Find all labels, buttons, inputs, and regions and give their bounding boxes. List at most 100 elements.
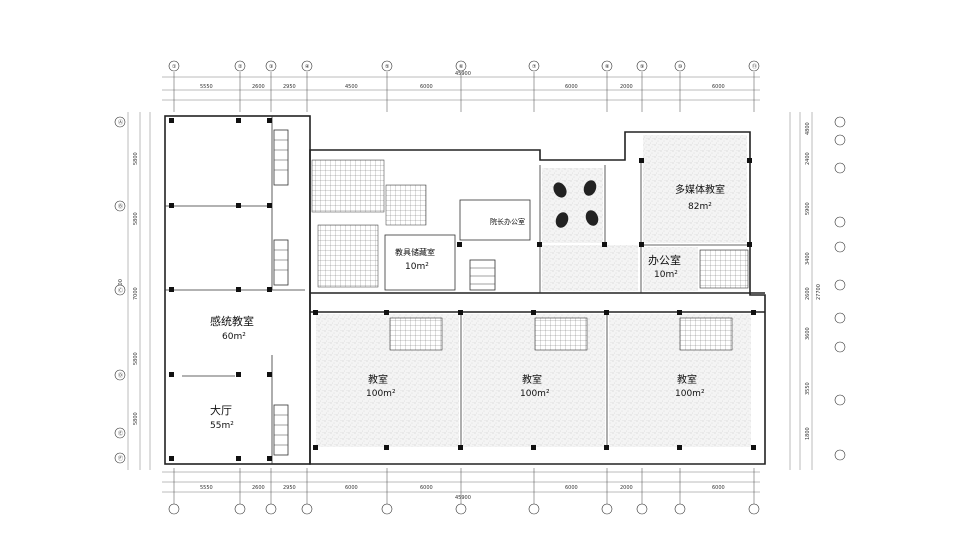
svg-text:⑨: ⑨ bbox=[640, 64, 644, 70]
room-label-classroom-2: 教室 100m² bbox=[520, 373, 550, 399]
dim-bottom-seg-8: 6000 bbox=[712, 485, 725, 491]
dim-left-seg-2: 5800 bbox=[133, 212, 139, 225]
svg-text:④: ④ bbox=[305, 64, 310, 70]
svg-text:10m²: 10m² bbox=[654, 270, 678, 280]
dim-top-seg-7: 2000 bbox=[620, 84, 633, 90]
axis-bubble-right-5 bbox=[834, 241, 846, 253]
axis-bubble-bottom-8 bbox=[601, 503, 613, 515]
svg-text:100m²: 100m² bbox=[675, 389, 705, 399]
axis-bubble-left-b: Ⓑ bbox=[114, 200, 126, 212]
svg-text:教室: 教室 bbox=[677, 373, 697, 386]
axis-bubble-bottom-4 bbox=[301, 503, 313, 515]
dim-bottom-seg-5: 6000 bbox=[420, 485, 433, 491]
axis-bubble-top-11: ⑪ bbox=[748, 60, 760, 72]
svg-text:Ⓐ: Ⓐ bbox=[118, 119, 123, 126]
room-label-office: 办公室 10m² bbox=[648, 253, 681, 280]
dim-right-seg-1: 4800 bbox=[805, 122, 811, 135]
svg-text:②: ② bbox=[238, 64, 243, 70]
room-label-multimedia: 多媒体教室 82m² bbox=[675, 183, 725, 212]
dim-top-seg-4: 4500 bbox=[345, 84, 358, 90]
axis-bubble-top-1: ① bbox=[168, 60, 180, 72]
svg-text:⑧: ⑧ bbox=[605, 64, 610, 70]
dim-top-seg-2: 2600 bbox=[252, 84, 265, 90]
columns bbox=[169, 118, 756, 461]
svg-text:③: ③ bbox=[269, 64, 273, 70]
axis-bubbles-bottom bbox=[168, 468, 760, 515]
svg-text:Ⓕ: Ⓕ bbox=[118, 455, 123, 462]
svg-text:院长办公室: 院长办公室 bbox=[490, 217, 525, 226]
axis-bubble-top-5: ⑤ bbox=[381, 60, 393, 72]
atrium-ovals bbox=[553, 180, 599, 228]
right-dimension-lines: 27700 4800 2400 5900 3400 2600 3600 3550… bbox=[789, 112, 822, 470]
svg-text:感统教室: 感统教室 bbox=[210, 314, 254, 328]
axis-bubbles-left: Ⓐ Ⓑ Ⓒ Ⓓ Ⓔ Ⓕ bbox=[114, 116, 126, 464]
axis-bubble-bottom-2 bbox=[234, 503, 246, 515]
classroom-1-fixture bbox=[389, 317, 443, 351]
svg-text:⑦: ⑦ bbox=[532, 64, 537, 70]
axis-bubble-left-c: Ⓒ bbox=[114, 284, 126, 296]
axis-bubble-right-4 bbox=[834, 216, 846, 228]
dim-left-seg-1: 5800 bbox=[133, 152, 139, 165]
dim-bottom-seg-3: 2950 bbox=[283, 485, 296, 491]
left-room-middle bbox=[166, 207, 271, 289]
office-floor bbox=[643, 247, 698, 291]
svg-text:⑥: ⑥ bbox=[459, 64, 464, 70]
svg-text:100m²: 100m² bbox=[520, 389, 550, 399]
axis-bubble-top-2: ② bbox=[234, 60, 246, 72]
dim-right-seg-2: 2400 bbox=[805, 152, 811, 165]
svg-text:55m²: 55m² bbox=[210, 421, 234, 431]
dim-right-total: 27700 bbox=[816, 284, 822, 300]
dim-bottom-seg-6: 6000 bbox=[565, 485, 578, 491]
svg-text:10m²: 10m² bbox=[405, 262, 429, 272]
svg-text:82m²: 82m² bbox=[688, 202, 712, 212]
svg-text:Ⓒ: Ⓒ bbox=[118, 287, 123, 294]
axis-bubble-right-8 bbox=[834, 341, 846, 353]
axis-bubble-top-4: ④ bbox=[301, 60, 313, 72]
room-label-principal: 院长办公室 bbox=[490, 217, 525, 226]
axis-bubble-top-7: ⑦ bbox=[528, 60, 540, 72]
svg-text:⑤: ⑤ bbox=[385, 64, 389, 70]
axis-bubble-top-9: ⑨ bbox=[636, 60, 648, 72]
dim-bottom-seg-7: 2000 bbox=[620, 485, 633, 491]
axis-bubble-left-e: Ⓔ bbox=[114, 427, 126, 439]
axis-bubble-right-3 bbox=[834, 162, 846, 174]
room-label-classroom-1: 教室 100m² bbox=[366, 373, 396, 399]
atrium-floor bbox=[542, 168, 603, 243]
svg-text:100m²: 100m² bbox=[366, 389, 396, 399]
dim-left-seg-4: 5800 bbox=[133, 352, 139, 365]
dim-right-seg-3: 5900 bbox=[805, 202, 811, 215]
axis-bubble-right-9 bbox=[834, 394, 846, 406]
axis-bubble-left-f: Ⓕ bbox=[114, 452, 126, 464]
axis-bubble-right-10 bbox=[834, 449, 846, 461]
lobby-floor bbox=[542, 245, 638, 291]
dim-bottom-seg-4: 6000 bbox=[345, 485, 358, 491]
axis-bubble-left-a: Ⓐ bbox=[114, 116, 126, 128]
axis-bubble-right-2 bbox=[834, 134, 846, 146]
multimedia-room-floor bbox=[643, 135, 747, 243]
dim-total-top: 45900 bbox=[455, 71, 471, 77]
svg-text:教室: 教室 bbox=[522, 373, 542, 386]
axis-bubbles-top: ① ② ③ ④ ⑤ ⑥ ⑦ ⑧ ⑨ ⑩ ⑪ bbox=[168, 60, 760, 112]
axis-bubble-bottom-5 bbox=[381, 503, 393, 515]
dim-top-seg-1: 5550 bbox=[200, 84, 213, 90]
dim-right-seg-4: 3400 bbox=[805, 252, 811, 265]
office-fixture bbox=[699, 249, 749, 289]
service-area bbox=[311, 159, 531, 291]
classroom-2-fixture bbox=[534, 317, 588, 351]
svg-text:⑩: ⑩ bbox=[678, 64, 683, 70]
axis-bubble-top-8: ⑧ bbox=[601, 60, 613, 72]
axis-bubbles-right bbox=[834, 116, 846, 461]
svg-text:Ⓔ: Ⓔ bbox=[118, 430, 123, 437]
left-dimension-lines: 25300 5800 5800 7000 5800 5800 bbox=[118, 112, 151, 470]
dim-top-seg-8: 6000 bbox=[712, 84, 725, 90]
room-label-classroom-3: 教室 100m² bbox=[675, 373, 705, 399]
axis-bubble-left-d: Ⓓ bbox=[114, 369, 126, 381]
classroom-3-fixture bbox=[679, 317, 733, 351]
axis-bubble-bottom-9 bbox=[636, 503, 648, 515]
svg-text:办公室: 办公室 bbox=[648, 253, 681, 267]
dim-left-seg-5: 5800 bbox=[133, 412, 139, 425]
dim-right-seg-8: 1800 bbox=[805, 427, 811, 440]
axis-bubble-bottom-6 bbox=[455, 503, 467, 515]
dim-bottom-seg-1: 5550 bbox=[200, 485, 213, 491]
